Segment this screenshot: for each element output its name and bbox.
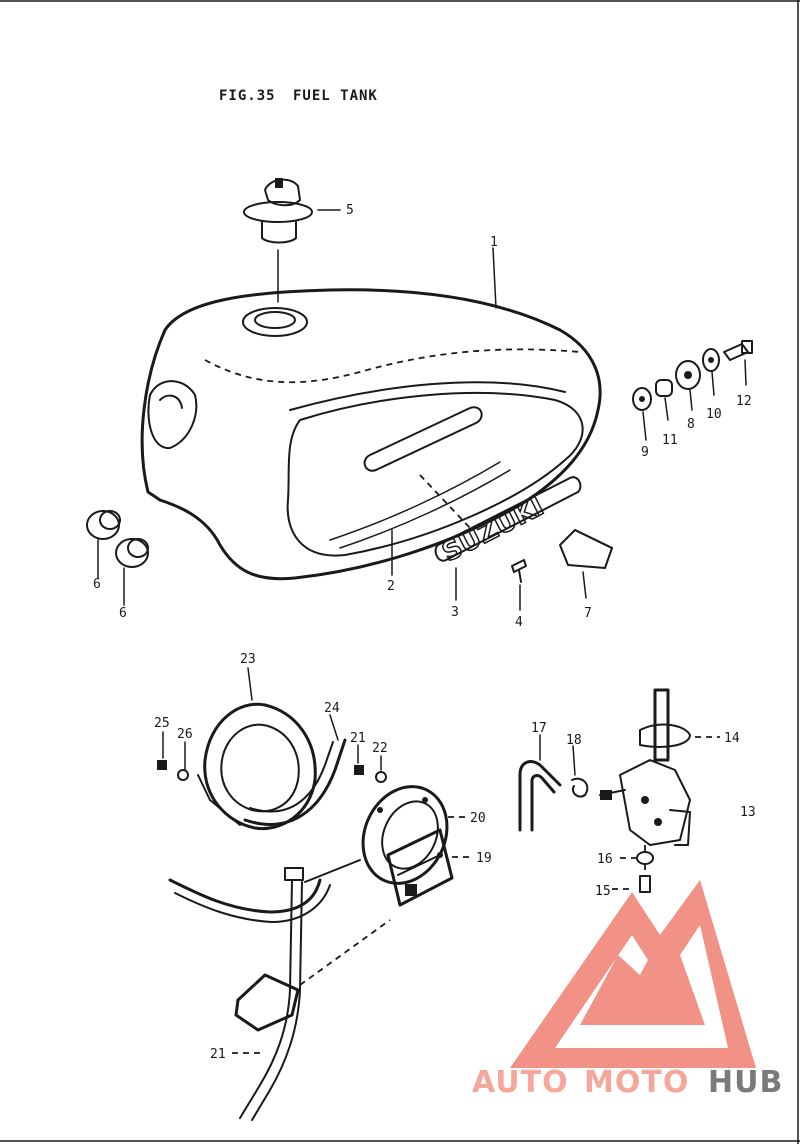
callout-19: 19: [476, 851, 492, 866]
callout-22: 22: [372, 741, 388, 756]
callout-24: 24: [324, 701, 340, 716]
callout-3: 3: [451, 605, 459, 620]
callout-14: 14: [724, 731, 740, 746]
callout-labels: 1 2 3 4 5 6 6 7 8 9 10 11 12 13 14 15 16…: [93, 203, 756, 1062]
cushions: [86, 510, 149, 568]
fuel-tank: [140, 288, 602, 581]
wire-harness-2: [174, 884, 331, 923]
mount-hardware: [632, 340, 753, 411]
figure-number: FIG.35: [219, 88, 276, 104]
watermark-moto: MOTO: [584, 1065, 689, 1100]
fuel-hose-17: [518, 760, 562, 832]
float: [234, 973, 300, 1032]
callout-8: 8: [687, 417, 695, 432]
gauge-unit-19: [284, 828, 454, 907]
watermark-logo: [510, 880, 756, 1068]
callout-23: 23: [240, 652, 256, 667]
watermark-auto: AUTO: [472, 1065, 569, 1100]
callout-10: 10: [706, 407, 722, 422]
callout-5: 5: [346, 203, 354, 218]
callout-2: 2: [387, 579, 395, 594]
emblem-text: SUZUKI: [438, 492, 549, 568]
pad-7: [559, 529, 613, 569]
drain-hose: [239, 879, 293, 1119]
callout-17: 17: [531, 721, 547, 736]
logo-inner-cut-icon: [555, 925, 728, 1048]
gasket-20: [361, 785, 449, 885]
gauge-plate: [197, 702, 317, 831]
callout-21b: 21: [210, 1047, 226, 1062]
leader-float: [299, 919, 391, 986]
wire-harness: [168, 878, 322, 914]
callout-9: 9: [641, 445, 649, 460]
logo-inner-triangle-icon: [612, 970, 650, 1005]
callout-21a: 21: [350, 731, 366, 746]
callout-15: 15: [595, 884, 611, 899]
washer-16: [636, 851, 654, 865]
screw-21-22: [354, 765, 387, 783]
callout-6b: 6: [119, 606, 127, 621]
seal-24-inner: [249, 741, 334, 813]
callout-12: 12: [736, 394, 752, 409]
leader-emblem: [419, 474, 471, 529]
fuel-cap: [243, 178, 313, 303]
callout-4: 4: [515, 615, 523, 630]
watermark-text: AUTO MOTO HUB: [472, 1065, 783, 1100]
callout-18: 18: [566, 733, 582, 748]
callout-7: 7: [584, 606, 592, 621]
figure-title: FUEL TANK: [293, 88, 378, 104]
callout-26: 26: [177, 727, 193, 742]
watermark-hub: HUB: [708, 1065, 783, 1100]
seal-24: [243, 738, 347, 826]
callout-16: 16: [597, 852, 613, 867]
callout-1: 1: [490, 235, 498, 250]
fuel-cock: [599, 688, 691, 846]
fuel-hose-17b: [530, 774, 556, 832]
drain-hose-2: [251, 881, 303, 1121]
screw-25: [157, 760, 189, 781]
callout-13: 13: [740, 805, 756, 820]
callout-20: 20: [470, 811, 486, 826]
screw-4: [511, 559, 527, 583]
clip-18: [571, 777, 589, 798]
callout-25: 25: [154, 716, 170, 731]
callout-6a: 6: [93, 577, 101, 592]
leaders: [97, 209, 747, 1054]
callout-11: 11: [662, 433, 678, 448]
screw-15: [639, 875, 651, 893]
